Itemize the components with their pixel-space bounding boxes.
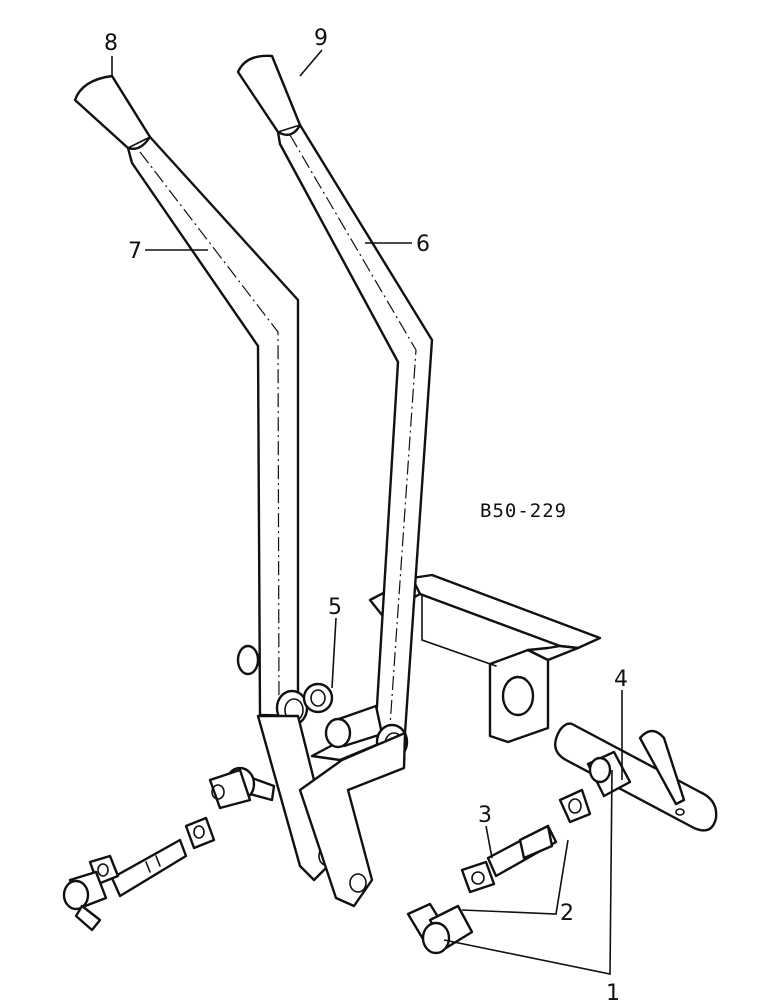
callout-3: 3 xyxy=(478,803,492,828)
lever-6-lower-arm xyxy=(298,731,407,908)
lever-7 xyxy=(73,74,300,718)
cotter-pin xyxy=(638,729,686,806)
callout-2: 2 xyxy=(560,901,574,926)
callout-4: 4 xyxy=(614,667,628,692)
callout-8: 8 xyxy=(104,31,118,56)
callout-1: 1 xyxy=(606,981,620,1000)
callout-7: 7 xyxy=(128,239,142,264)
callout-6: 6 xyxy=(416,232,430,257)
mounting-bracket xyxy=(368,573,602,744)
callout-9: 9 xyxy=(314,26,328,51)
callout-5: 5 xyxy=(328,595,342,620)
leader-lines xyxy=(111,49,623,975)
left-linkage xyxy=(62,766,276,932)
right-linkage xyxy=(406,750,632,955)
lever-6 xyxy=(236,54,434,762)
diagram-reference-code: B50-229 xyxy=(480,500,567,522)
